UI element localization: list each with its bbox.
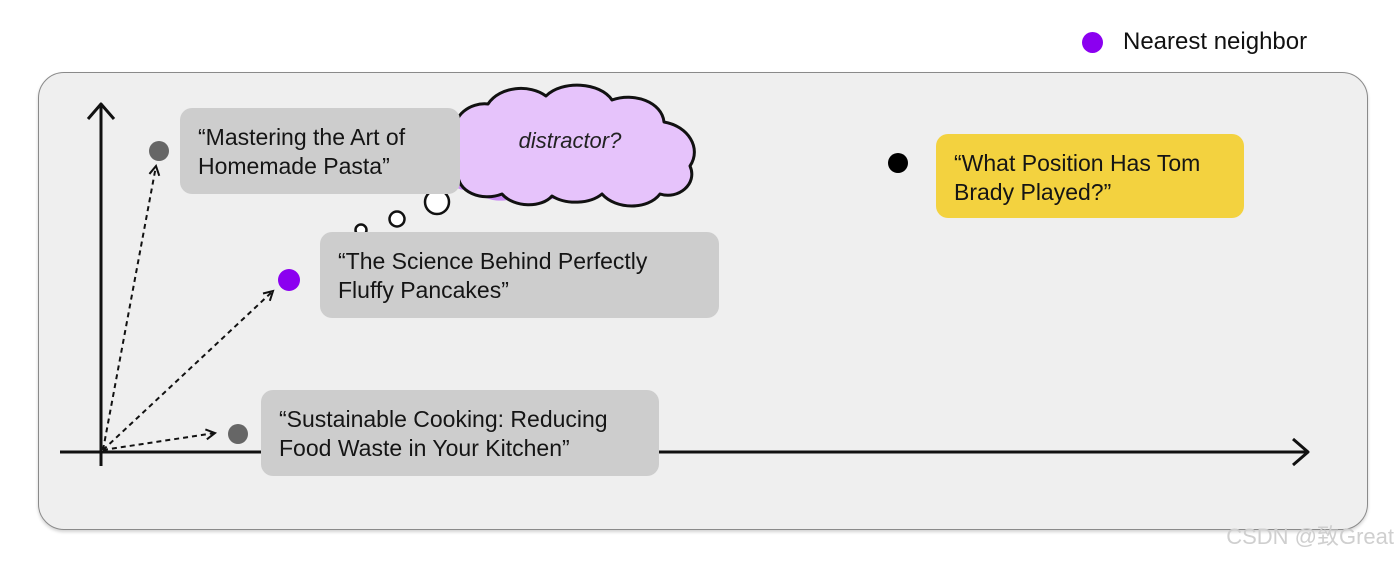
document-card-cooking: “Sustainable Cooking: Reducing Food Wast… [261,390,659,476]
x-axis-arrowhead [1292,437,1310,467]
document-card-pancakes: “The Science Behind Perfectly Fluffy Pan… [320,232,719,318]
query-text: “What Position Has Tom Brady Played?” [954,150,1201,205]
point-pasta [149,141,169,161]
vector-arrow-pasta [102,163,161,451]
document-text-cooking: “Sustainable Cooking: Reducing Food Wast… [279,406,608,461]
thought-trail-medium [388,210,406,228]
point-pancakes [278,269,300,291]
vector-arrow-cooking [102,428,218,451]
y-axis-arrowhead [86,102,116,120]
vector-arrow-pancakes [102,289,275,451]
thought-cloud [439,83,696,208]
thought-cloud-text: distractor? [518,128,622,153]
document-text-pancakes: “The Science Behind Perfectly Fluffy Pan… [338,248,648,303]
point-query [888,153,908,173]
document-card-pasta: “Mastering the Art of Homemade Pasta” [180,108,460,194]
nearest-neighbor-legend-dot [1082,31,1103,53]
document-text-pasta: “Mastering the Art of Homemade Pasta” [198,124,406,179]
legend-label: Nearest neighbor [1123,28,1308,55]
legend: Nearest neighbor [1082,28,1307,56]
query-card: “What Position Has Tom Brady Played?” [936,134,1244,218]
point-cooking [228,424,248,444]
watermark: CSDN @致Great [1226,524,1394,549]
